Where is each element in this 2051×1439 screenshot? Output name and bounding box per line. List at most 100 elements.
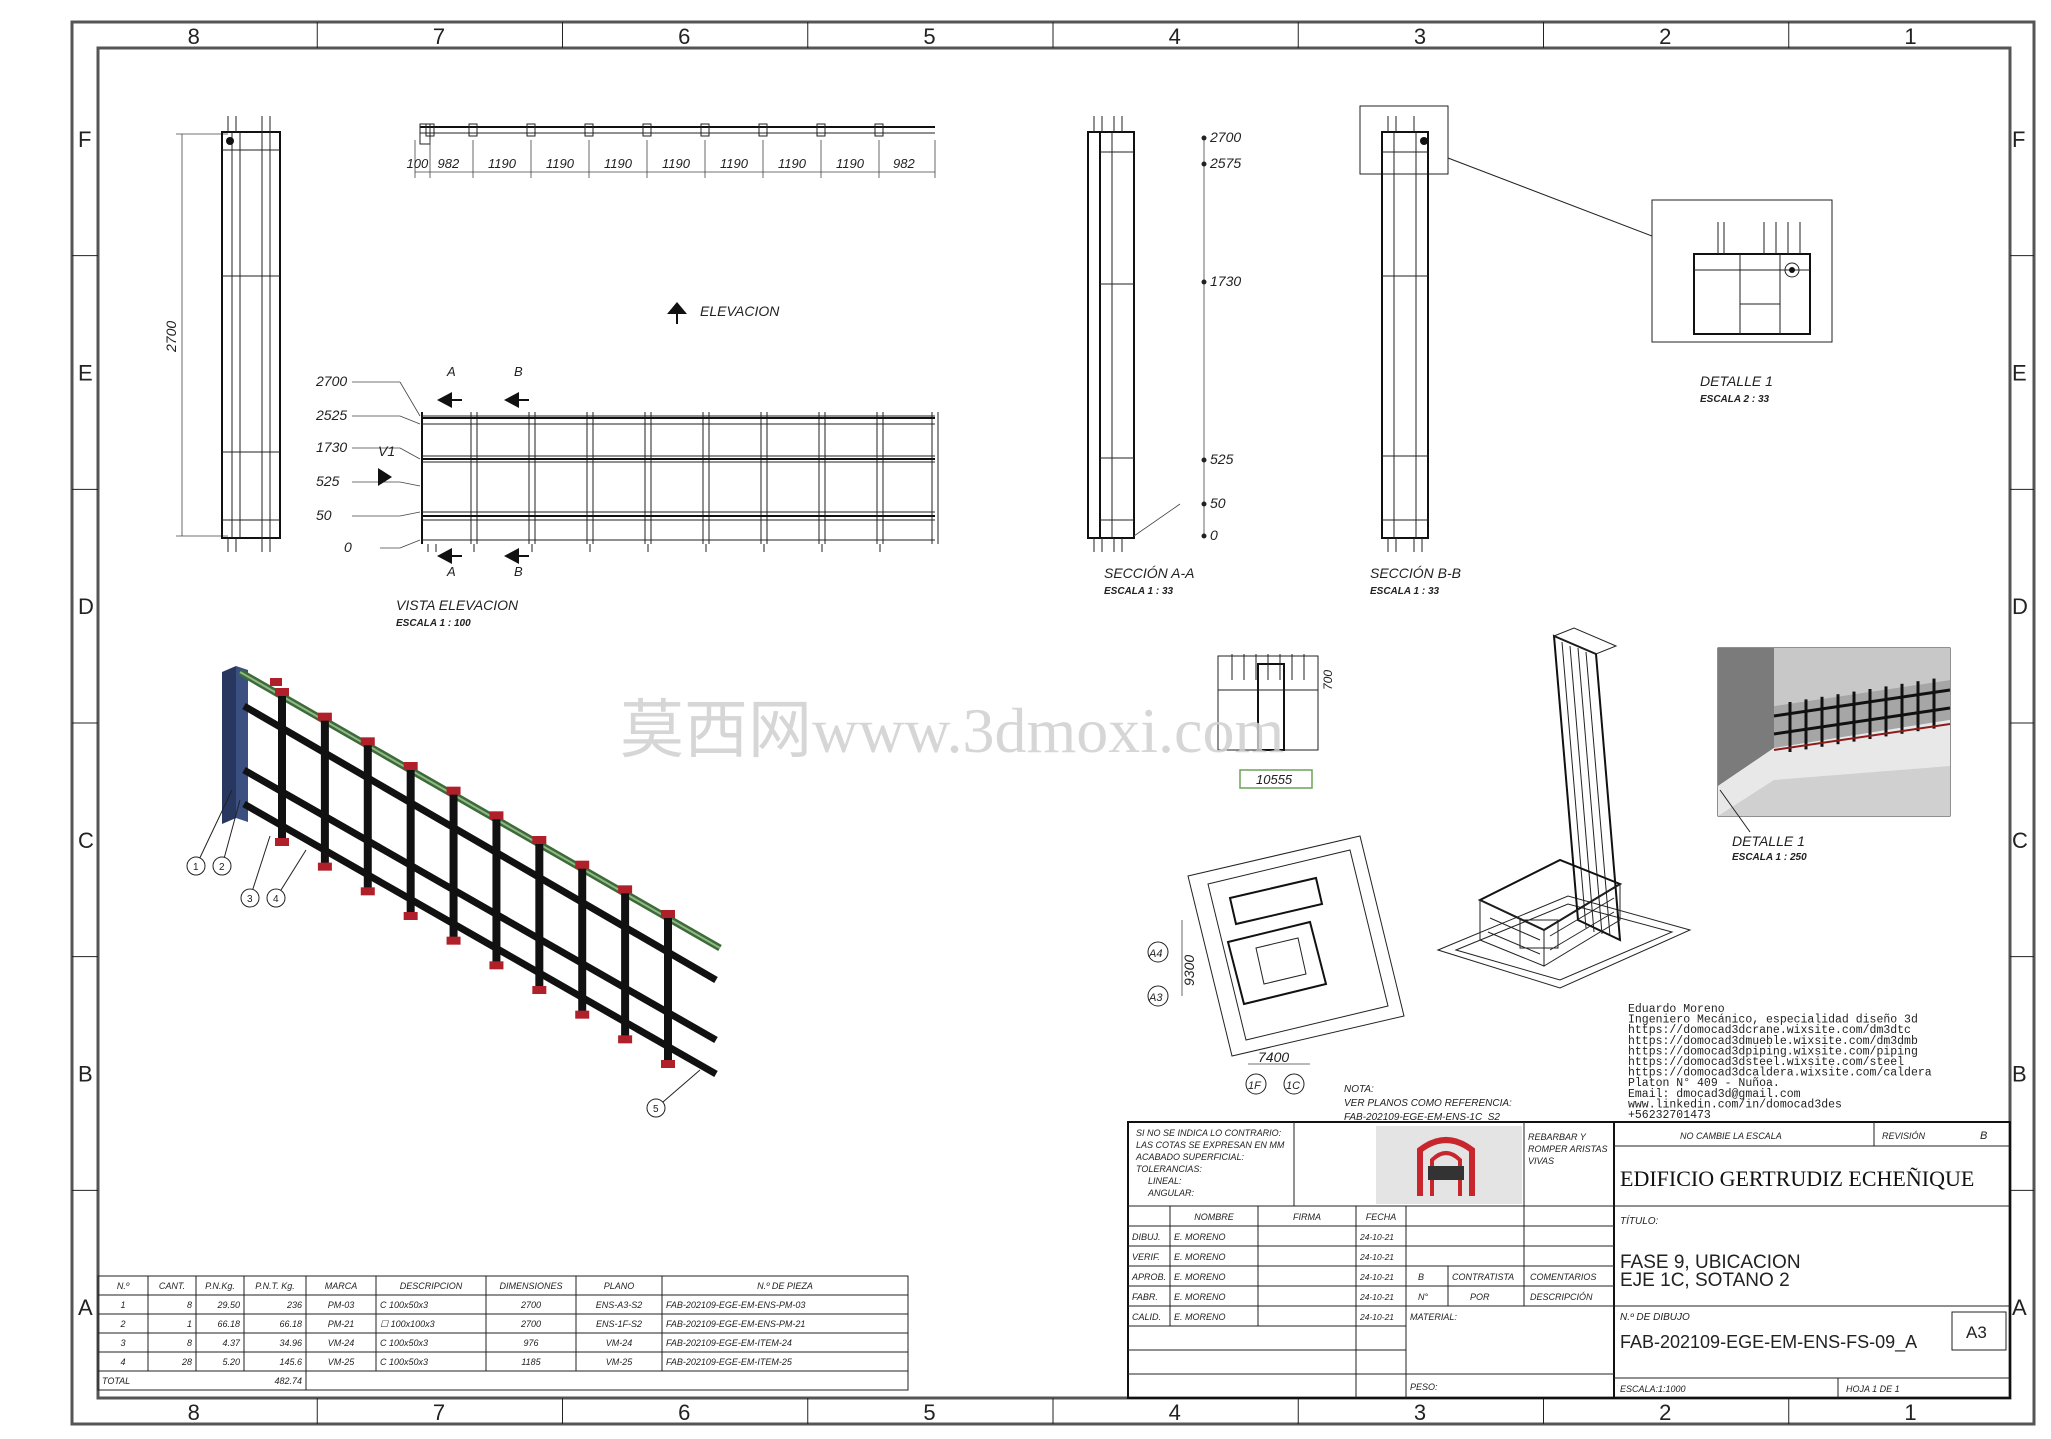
role-3: FABR. — [1132, 1292, 1158, 1302]
frame-col-2-bottom: 2 — [1659, 1400, 1671, 1425]
bom-header-6: DIMENSIONES — [499, 1281, 562, 1291]
elev-level-1730: 1730 — [316, 439, 347, 455]
bom-header-1: CANT. — [159, 1281, 185, 1291]
section-markers: A B A B — [437, 364, 529, 579]
section-bb: SECCIÓN B-B ESCALA 1 : 33 — [1359, 105, 1653, 597]
frame-row-A-right: A — [2012, 1295, 2027, 1320]
aa-level-50: 50 — [1210, 495, 1226, 511]
strip-dim-7: 1190 — [778, 156, 807, 171]
detail-1-bottom-title: DETALLE 1 — [1732, 833, 1805, 849]
frame-col-8-bottom: 8 — [188, 1400, 200, 1425]
bom-cell-1-5: ☐ 100x100x3 — [380, 1319, 435, 1329]
axis-1f: 1F — [1248, 1080, 1262, 1092]
v1-label: V1 — [378, 443, 395, 459]
author-line-4: https://domocad3dpiping.wixsite.com/pipi… — [1628, 1045, 1918, 1058]
rev-contratista: CONTRATISTA — [1452, 1272, 1514, 1282]
material-label: MATERIAL: — [1410, 1312, 1457, 1322]
bom-cell-2-1: 8 — [187, 1338, 192, 1348]
detail-1-top: DETALLE 1 ESCALA 2 : 33 — [1651, 199, 1833, 405]
rev-descripcion: DESCRIPCIÓN — [1530, 1292, 1593, 1302]
frame-col-5-bottom: 5 — [923, 1400, 935, 1425]
bom-cell-3-0: 4 — [120, 1357, 125, 1367]
side-column-view: 2700 — [163, 116, 281, 552]
sheet-count: HOJA 1 DE 1 — [1846, 1384, 1900, 1394]
general-note-4: LINEAL: — [1148, 1176, 1182, 1186]
drawing-title-line-0: FASE 9, UBICACION — [1620, 1252, 1801, 1273]
bom-cell-1-2: 66.18 — [217, 1319, 240, 1329]
role-1: VERIF. — [1132, 1252, 1160, 1262]
detail-1-top-title: DETALLE 1 — [1700, 373, 1773, 389]
author-line-10: +56232701473 — [1628, 1109, 1711, 1122]
iso-balloon-3: 3 — [247, 894, 253, 905]
plan-dim-7400: 7400 — [1258, 1049, 1289, 1065]
role-date-1: 24-10-21 — [1359, 1252, 1394, 1262]
frame-col-6-top: 6 — [678, 24, 690, 49]
strip-dim-4: 1190 — [604, 156, 633, 171]
plan-dim-9300: 9300 — [1181, 955, 1197, 986]
frame-col-4-top: 4 — [1169, 24, 1181, 49]
rev-por: POR — [1470, 1292, 1490, 1302]
bom-cell-1-7: ENS-1F-S2 — [596, 1319, 642, 1329]
elevation-arrow: ELEVACION — [667, 302, 780, 324]
frame-row-E-left: E — [78, 361, 93, 386]
role-name-2: E. MORENO — [1174, 1272, 1226, 1282]
bom-cell-0-7: ENS-A3-S2 — [596, 1300, 643, 1310]
bom-cell-2-5: C 100x50x3 — [380, 1338, 428, 1348]
bom-cell-3-4: VM-25 — [328, 1357, 356, 1367]
section-bb-scale: ESCALA 1 : 33 — [1370, 586, 1440, 597]
elev-level-50: 50 — [316, 507, 332, 523]
note-line-1: VER PLANOS COMO REFERENCIA: — [1344, 1098, 1512, 1109]
elev-level-2525: 2525 — [315, 407, 347, 423]
side-height-label: 2700 — [163, 321, 179, 353]
frame-row-E-right: E — [2012, 361, 2027, 386]
section-a-bottom: A — [446, 564, 456, 579]
role-name-4: E. MORENO — [1174, 1312, 1226, 1322]
author-line-0: Eduardo Moreno — [1628, 1003, 1725, 1016]
elev-level-2700: 2700 — [315, 373, 347, 389]
bom-cell-2-3: 34.96 — [279, 1338, 302, 1348]
author-line-8: Email: dmocad3d@gmail.com — [1628, 1088, 1801, 1101]
section-aa-title: SECCIÓN A-A — [1104, 565, 1195, 581]
axis-1c: 1C — [1286, 1080, 1300, 1092]
bom-cell-0-0: 1 — [120, 1300, 125, 1310]
frame-col-1-bottom: 1 — [1904, 1400, 1916, 1425]
bom-cell-0-4: PM-03 — [328, 1300, 355, 1310]
section-bb-title: SECCIÓN B-B — [1370, 565, 1461, 581]
bom-total-value: 482.74 — [274, 1376, 302, 1386]
drawing-no-label: N.º DE DIBUJO — [1620, 1312, 1690, 1323]
drawing-scale: ESCALA:1:1000 — [1620, 1384, 1686, 1394]
role-4: CALID. — [1132, 1312, 1161, 1322]
general-note-5: ANGULAR: — [1147, 1188, 1195, 1198]
frame-row-F-left: F — [78, 127, 91, 152]
role-date-0: 24-10-21 — [1359, 1232, 1394, 1242]
bom-cell-1-0: 2 — [119, 1319, 125, 1329]
frame-row-A-left: A — [78, 1295, 93, 1320]
revision-label: REVISIÓN — [1882, 1131, 1926, 1141]
building-isometric — [1436, 627, 1692, 989]
author-line-2: https://domocad3dcrane.wixsite.com/dm3dt… — [1628, 1024, 1911, 1037]
iso-balloon-4: 4 — [273, 894, 279, 905]
bom-cell-0-6: 2700 — [520, 1300, 541, 1310]
bom-cell-0-5: C 100x50x3 — [380, 1300, 428, 1310]
frame-row-D-left: D — [78, 594, 94, 619]
drawing-number: FAB-202109-EGE-EM-ENS-FS-09_A — [1620, 1332, 1917, 1353]
frame-col-5-top: 5 — [923, 24, 935, 49]
frame-col-7-top: 7 — [433, 24, 445, 49]
plan-dim-height: 700 — [1321, 670, 1335, 690]
aa-level-1730: 1730 — [1210, 273, 1241, 289]
rev-no: N° — [1418, 1292, 1428, 1302]
frame-col-1-top: 1 — [1904, 24, 1916, 49]
author-line-5: https://domocad3dsteel.wixsite.com/steel — [1628, 1056, 1904, 1069]
bom-cell-1-1: 1 — [187, 1319, 192, 1329]
title-block: SI NO SE INDICA LO CONTRARIO:LAS COTAS S… — [1127, 1121, 2011, 1399]
bom-cell-3-1: 28 — [181, 1357, 192, 1367]
section-a-top: A — [446, 364, 456, 379]
bom-cell-0-8: FAB-202109-EGE-EM-ENS-PM-03 — [666, 1300, 805, 1310]
role-name-0: E. MORENO — [1174, 1232, 1226, 1242]
rev-comentarios: COMENTARIOS — [1530, 1272, 1596, 1282]
aa-level-0: 0 — [1210, 527, 1218, 543]
bom-header-0: N.º — [117, 1281, 130, 1291]
